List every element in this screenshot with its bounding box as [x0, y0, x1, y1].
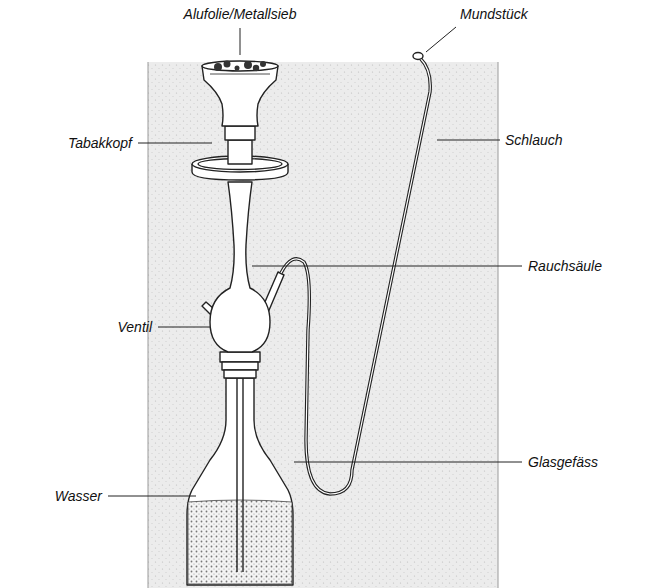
leader-lines — [108, 27, 522, 496]
down-tube — [242, 372, 243, 572]
tobacco — [214, 61, 266, 72]
collar — [224, 370, 256, 378]
part-label: Glasgefäss — [528, 454, 598, 470]
background-panel — [148, 62, 498, 588]
tobacco-bowl — [202, 66, 278, 126]
mouthpiece — [413, 53, 423, 60]
collar — [220, 352, 260, 362]
smoke-column — [210, 182, 270, 352]
collar — [222, 362, 258, 370]
foil — [202, 61, 278, 71]
panel-edge — [498, 62, 499, 588]
bowl-rim — [210, 74, 270, 75]
down-tube — [236, 372, 237, 572]
hookah — [187, 61, 293, 585]
bowl-neck — [228, 140, 252, 164]
part-label: Tabakkopf — [68, 135, 132, 151]
part-label: Wasser — [55, 488, 102, 504]
glass-vessel — [187, 378, 293, 585]
water — [188, 500, 292, 584]
part-label: Ventil — [117, 319, 152, 335]
hose — [281, 58, 430, 494]
part-label: Schlauch — [505, 132, 563, 148]
part-label: Alufolie/Metallsieb — [184, 6, 297, 22]
part-label: Rauchsäule — [528, 258, 602, 274]
bowl-neck — [225, 126, 255, 140]
part-label: Mundstück — [460, 6, 528, 22]
